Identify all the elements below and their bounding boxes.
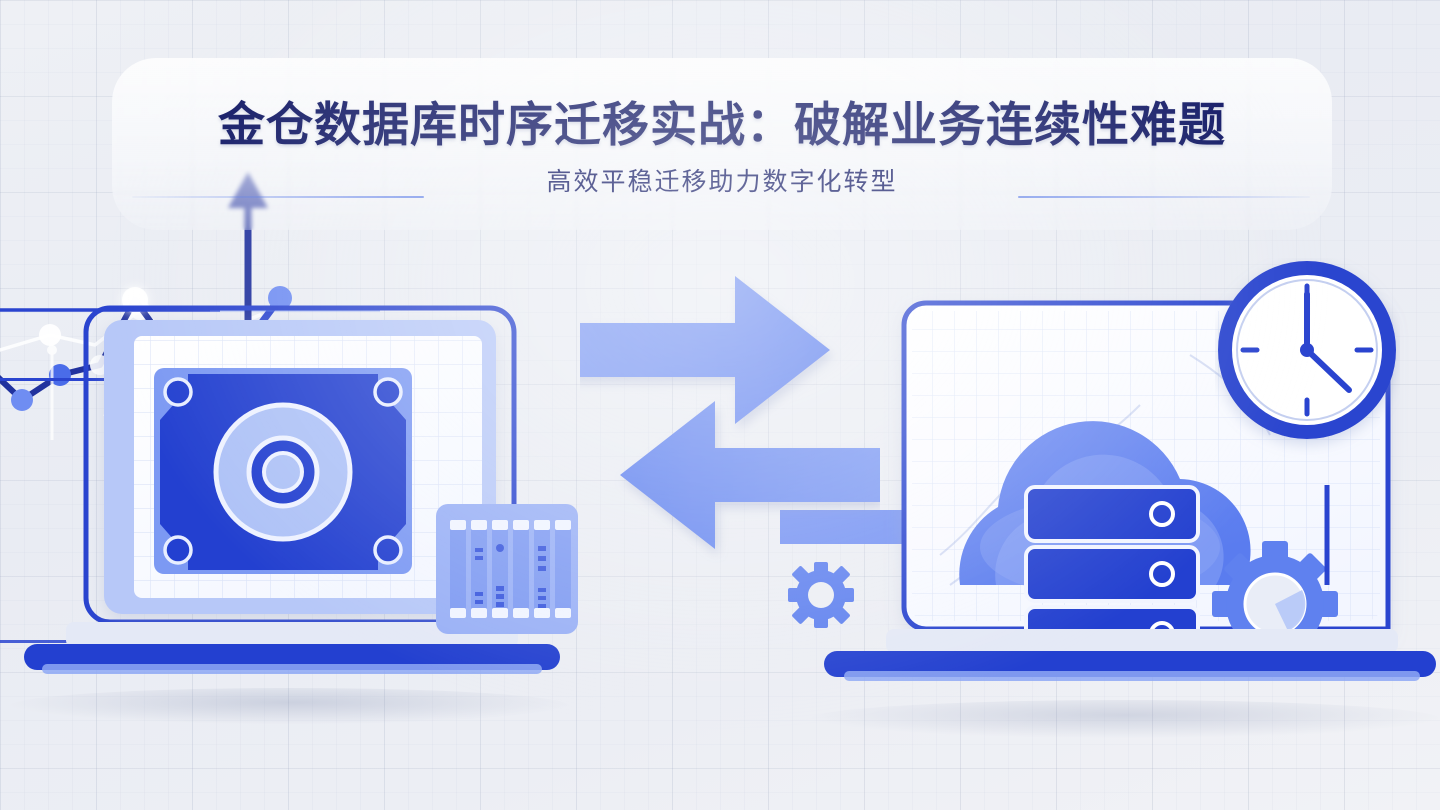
server-rack-icon [436, 504, 578, 634]
ground-shadow-left [10, 688, 570, 724]
deco-rule-left-2 [0, 640, 120, 643]
page-title: 金仓数据库时序迁移实战：破解业务连续性难题 [218, 98, 1226, 151]
hard-disk-drive-icon [154, 368, 412, 574]
clock-icon [1218, 261, 1396, 439]
title-card: 金仓数据库时序迁移实战：破解业务连续性难题 高效平稳迁移助力数字化转型 [112, 58, 1332, 230]
subtitle-rule-right [1018, 196, 1310, 198]
deco-rule-right [780, 510, 910, 544]
subtitle-rule-left [132, 196, 424, 198]
ground-shadow-right [810, 700, 1440, 738]
deco-rule-left [0, 378, 110, 381]
gear-icon [788, 562, 854, 628]
source-database-laptop [24, 305, 560, 674]
page-subtitle: 高效平稳迁移助力数字化转型 [546, 168, 898, 196]
bidirectional-migration-arrows [580, 276, 880, 549]
arrow-right-icon [580, 276, 830, 424]
arrow-left-icon [620, 401, 880, 549]
